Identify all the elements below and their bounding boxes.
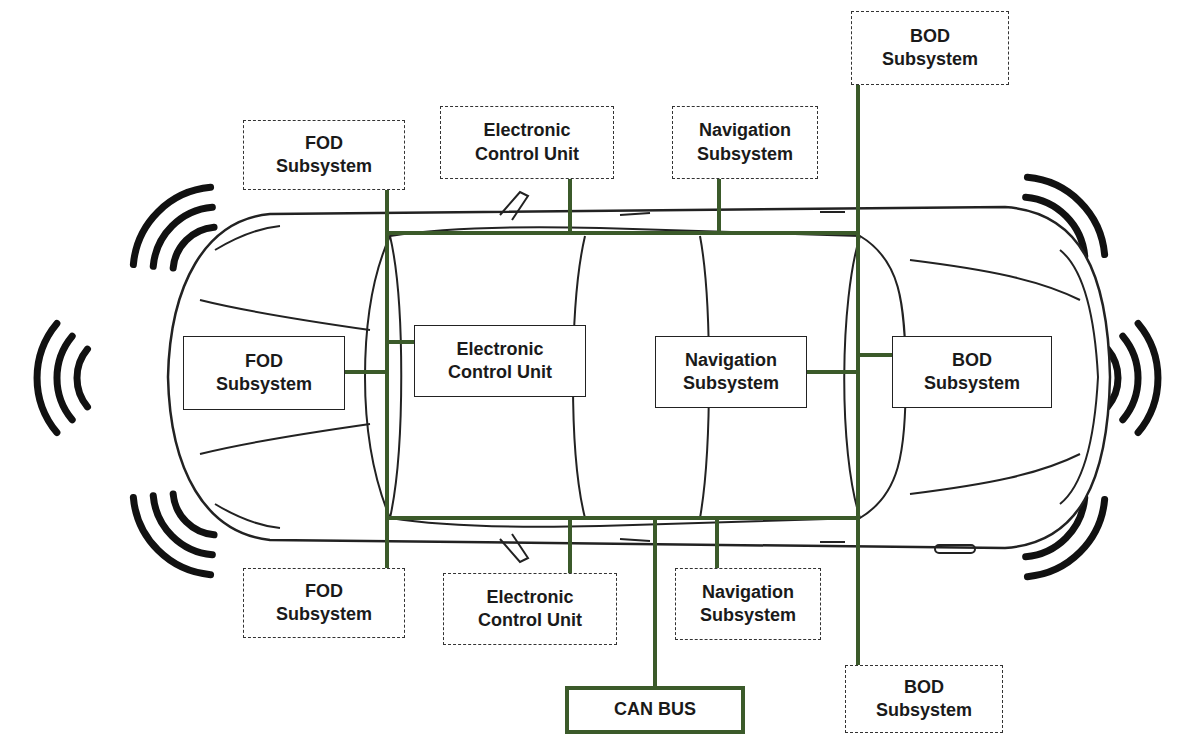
bus-connector xyxy=(655,372,858,686)
bus-connector xyxy=(387,179,655,686)
node-label: CAN BUS xyxy=(575,698,735,721)
node-label: BOD Subsystem xyxy=(864,676,984,723)
node-label: Navigation Subsystem xyxy=(688,581,808,628)
subsystem-callout-box: FOD Subsystem xyxy=(243,568,405,638)
node-label: Electronic Control Unit xyxy=(435,338,565,385)
node-label: BOD Subsystem xyxy=(912,349,1032,396)
bus-connector xyxy=(387,518,655,686)
subsystem-callout-box: Electronic Control Unit xyxy=(440,106,614,179)
bus-connector xyxy=(345,372,655,686)
subsystem-box: Electronic Control Unit xyxy=(414,325,586,397)
node-label: Navigation Subsystem xyxy=(671,349,791,396)
subsystem-callout-box: Navigation Subsystem xyxy=(675,568,821,640)
subsystem-callout-box: Electronic Control Unit xyxy=(443,573,617,645)
node-label: FOD Subsystem xyxy=(264,132,384,179)
can-bus-box: CAN BUS xyxy=(565,686,745,734)
node-label: Navigation Subsystem xyxy=(685,119,805,166)
car-body xyxy=(168,207,1110,548)
node-label: Electronic Control Unit xyxy=(465,586,595,633)
bus-connector xyxy=(655,179,858,686)
bus-connector xyxy=(655,518,858,686)
bus-connector xyxy=(655,85,858,686)
node-label: BOD Subsystem xyxy=(870,25,990,72)
subsystem-box: FOD Subsystem xyxy=(183,336,345,410)
sensor-waves xyxy=(37,163,1158,590)
subsystem-box: BOD Subsystem xyxy=(892,336,1052,408)
subsystem-callout-box: FOD Subsystem xyxy=(243,120,405,190)
node-label: FOD Subsystem xyxy=(264,580,384,627)
subsystem-callout-box: Navigation Subsystem xyxy=(672,106,818,179)
bus-connector xyxy=(387,190,655,686)
node-label: FOD Subsystem xyxy=(204,350,324,397)
subsystem-callout-box: BOD Subsystem xyxy=(851,11,1009,85)
subsystem-callout-box: BOD Subsystem xyxy=(845,665,1003,733)
node-label: Electronic Control Unit xyxy=(462,119,592,166)
bus-wire xyxy=(387,233,858,518)
subsystem-box: Navigation Subsystem xyxy=(655,336,807,408)
